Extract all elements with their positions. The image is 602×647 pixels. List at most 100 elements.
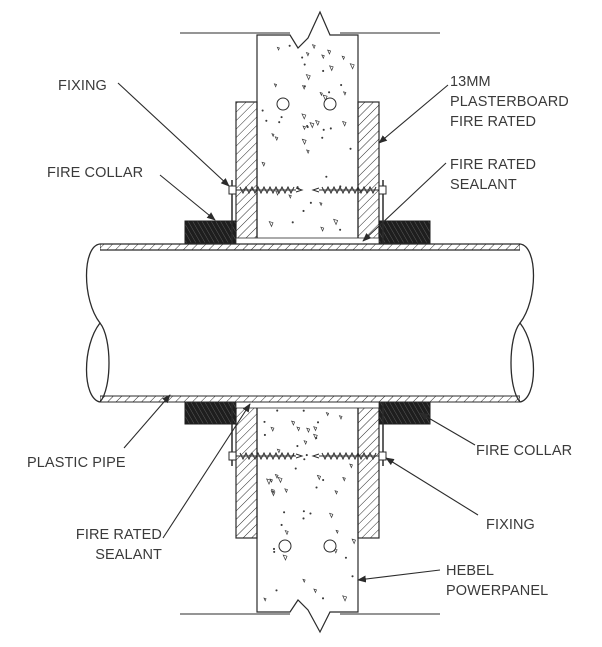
concrete-speckle: [309, 512, 312, 515]
concrete-speckle: [309, 122, 315, 129]
fire-collar-lower-right: [378, 401, 431, 425]
label-sealant-bottom: FIRE RATED SEALANT: [62, 525, 162, 565]
leader-hebel: [357, 569, 441, 583]
concrete-speckle: [328, 512, 334, 519]
concrete-speckle: [322, 478, 325, 482]
concrete-speckle: [333, 218, 339, 226]
panel-hole: [276, 97, 290, 111]
concrete-speckle: [351, 538, 356, 545]
leader-sealant-top: [362, 162, 447, 242]
sealant-upper: [235, 237, 380, 245]
concrete-speckle: [351, 575, 354, 578]
concrete-speckle: [305, 52, 310, 57]
concrete-speckle: [273, 550, 276, 553]
concrete-speckle: [306, 125, 309, 129]
concrete-speckle: [325, 412, 330, 417]
concrete-speckle: [327, 49, 332, 55]
concrete-speckle: [344, 556, 347, 559]
concrete-speckle: [278, 121, 281, 124]
fixing-screw-upper-right: [311, 185, 387, 195]
concrete-speckle: [305, 73, 311, 81]
concrete-speckle: [276, 46, 280, 51]
concrete-speckle: [270, 490, 276, 497]
panel-hole: [323, 539, 337, 553]
plasterboard-lower-left: [235, 401, 258, 539]
concrete-speckle: [284, 530, 289, 536]
concrete-speckle: [349, 63, 355, 70]
concrete-speckle: [303, 458, 306, 461]
concrete-speckle: [309, 201, 312, 204]
label-line: HEBEL: [446, 563, 495, 579]
aerated-concrete-texture: [261, 44, 356, 602]
label-line: FIRE RATED: [75, 527, 162, 543]
panel-hole: [278, 539, 292, 553]
fire-collar-upper-right: [378, 220, 431, 244]
concrete-speckle: [265, 119, 268, 122]
sealant-lower: [235, 401, 380, 409]
concrete-speckle: [263, 433, 266, 436]
leader-sealant-bottom: [162, 403, 251, 539]
plasterboard-upper-right: [357, 101, 380, 245]
concrete-speckle: [313, 588, 317, 594]
concrete-speckle: [283, 511, 286, 514]
concrete-speckle: [272, 547, 276, 551]
concrete-speckle: [303, 85, 306, 88]
concrete-speckle: [319, 91, 323, 97]
concrete-speckle: [328, 65, 334, 72]
concrete-speckle: [320, 226, 325, 232]
concrete-speckle: [342, 91, 347, 96]
concrete-speckle: [322, 128, 325, 131]
fixing-screw-upper-left: [228, 185, 304, 195]
concrete-speckle: [296, 444, 299, 448]
label-fixing-top: FIXING: [58, 78, 107, 94]
label-line: 13MM: [450, 74, 491, 90]
concrete-speckle: [284, 488, 288, 494]
concrete-speckle: [315, 486, 318, 489]
concrete-speckle: [301, 138, 307, 146]
label-fire-collar-bottom: FIRE COLLAR: [476, 443, 573, 459]
concrete-speckle: [322, 69, 325, 73]
panel-hole: [323, 97, 337, 111]
concrete-speckle: [280, 523, 283, 526]
concrete-speckle: [274, 136, 279, 142]
plasterboard-lower-right: [357, 401, 380, 539]
concrete-speckle: [282, 554, 288, 561]
label-fixing-bottom: FIXING: [486, 517, 535, 533]
concrete-speckle: [302, 209, 305, 213]
label-line: PLASTERBOARD: [450, 94, 569, 110]
concrete-speckle: [275, 589, 278, 592]
concrete-speckle: [319, 202, 323, 207]
leader-fire-collar-bottom: [419, 412, 476, 446]
concrete-speckle: [302, 578, 306, 584]
concrete-speckle: [329, 127, 332, 130]
label-sealant-top: FIRE RATED SEALANT: [450, 155, 536, 195]
concrete-speckle: [268, 220, 274, 228]
label-hebel: HEBEL POWERPANEL: [446, 561, 548, 601]
concrete-speckle: [349, 147, 352, 150]
concrete-speckle: [273, 83, 278, 88]
concrete-speckle: [340, 83, 343, 87]
label-line: SEALANT: [95, 547, 162, 563]
concrete-speckle: [269, 478, 273, 483]
concrete-speckle: [288, 194, 292, 199]
label-plasterboard: 13MM PLASTERBOARD FIRE RATED: [450, 72, 569, 132]
leader-plastic-pipe: [123, 394, 171, 449]
label-fire-collar-top: FIRE COLLAR: [47, 165, 144, 181]
concrete-speckle: [322, 94, 328, 102]
concrete-speckle: [311, 44, 316, 50]
concrete-speckle: [277, 476, 283, 484]
concrete-speckle: [291, 221, 294, 224]
concrete-speckle: [321, 136, 324, 139]
concrete-speckle: [296, 426, 301, 432]
concrete-speckle: [263, 597, 267, 602]
concrete-speckle: [302, 510, 305, 513]
concrete-speckle: [296, 186, 299, 189]
concrete-speckle: [276, 448, 281, 454]
concrete-speckle: [263, 420, 266, 423]
label-line: FIRE RATED: [450, 157, 537, 173]
leader-plasterboard: [378, 84, 449, 144]
concrete-speckle: [342, 595, 348, 602]
concrete-speckle: [271, 133, 275, 138]
label-plastic-pipe: PLASTIC PIPE: [27, 455, 126, 471]
